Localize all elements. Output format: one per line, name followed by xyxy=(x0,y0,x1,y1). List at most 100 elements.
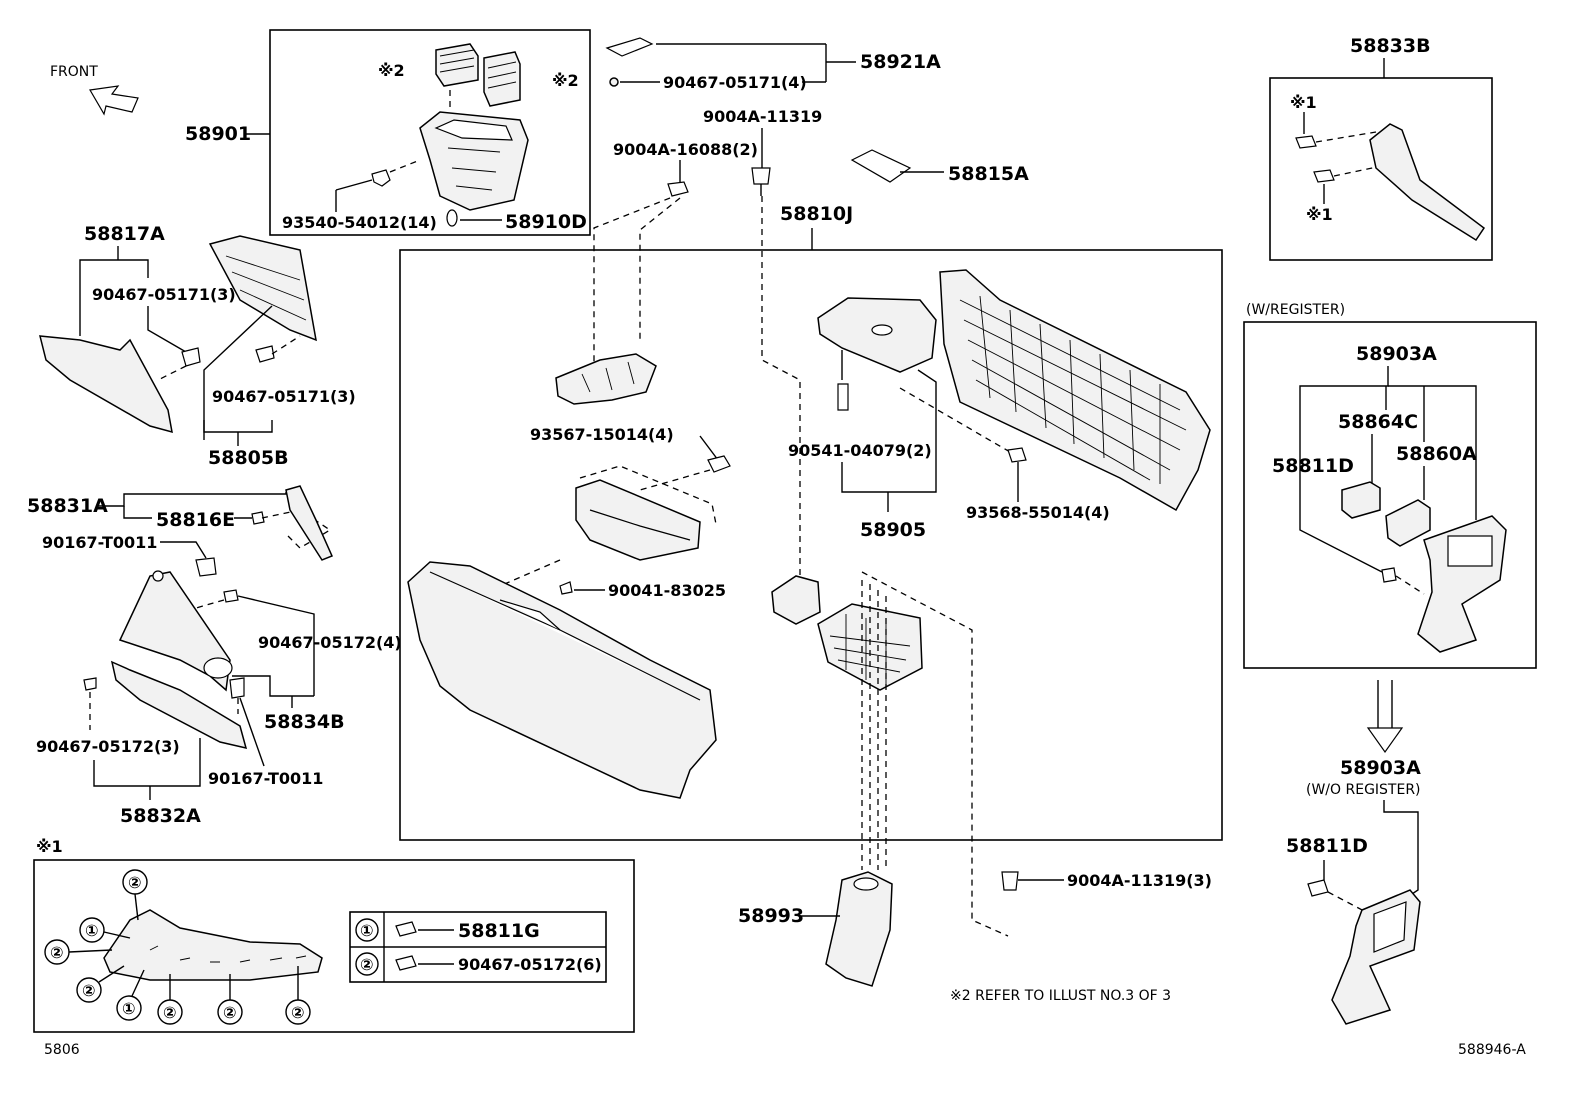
vent-58860A-drawing xyxy=(1385,499,1431,547)
label-93567: 93567-15014(4) xyxy=(530,425,674,444)
label-93568: 93568-55014(4) xyxy=(966,503,1110,522)
trim-58831A-drawing xyxy=(285,485,334,561)
label-90167-T0011-a: 90167-T0011 xyxy=(42,533,157,552)
label-58816E: 58816E xyxy=(156,509,235,531)
clip-93567-icon xyxy=(707,455,731,473)
assembly-box-58901 xyxy=(269,29,591,236)
assembly-box-58833B xyxy=(1269,77,1493,261)
cup-holder-insert-drawing xyxy=(435,43,521,107)
clip-9004A-16088-icon xyxy=(667,181,689,197)
assembly-box-w-register xyxy=(1243,321,1537,669)
refer-note: ※2 REFER TO ILLUST NO.3 OF 3 xyxy=(950,988,1171,1004)
cap-a-icon xyxy=(1295,135,1317,149)
trim-58833B-drawing xyxy=(1369,123,1486,242)
w-register-label: (W/REGISTER) xyxy=(1246,302,1345,318)
legend-part-2-icon xyxy=(395,955,417,971)
screw-90041-icon xyxy=(559,581,573,595)
clip-58811D-b-icon xyxy=(1307,879,1329,897)
side-panel-58805B-drawing xyxy=(208,235,317,342)
bracket-58993-drawing xyxy=(825,871,893,987)
front-label: FRONT xyxy=(50,64,98,80)
note-mark-1: ※1 xyxy=(36,837,63,856)
console-body-drawing xyxy=(407,561,717,799)
bolt-9004A-11319-icon xyxy=(751,167,771,185)
wo-register-label: (W/O REGISTER) xyxy=(1306,782,1421,798)
bracket-58921A-drawing xyxy=(605,37,654,57)
footer-left: 5806 xyxy=(44,1042,80,1058)
clip-90467-05172-3-icon xyxy=(83,677,97,691)
bolt-9004A-11319-3-icon xyxy=(1001,871,1019,891)
label-90467-05171-4: 90467-05171(4) xyxy=(663,73,807,92)
screw-90167-a-icon xyxy=(195,557,217,577)
legend-table: ① 58811G ② 90467-05172(6) xyxy=(349,911,607,983)
legend-num-2: ② xyxy=(360,955,374,974)
mark2-a: ※2 xyxy=(378,61,405,80)
assembly-box-58810J xyxy=(399,249,1223,841)
label-58811D-b: 58811D xyxy=(1286,835,1368,857)
label-58860A: 58860A xyxy=(1396,443,1477,465)
screw-90541-icon xyxy=(837,383,849,411)
mark2-b: ※2 xyxy=(552,71,579,90)
bezel-wo-register-drawing xyxy=(1331,889,1421,1025)
label-58921A: 58921A xyxy=(860,51,941,73)
label-90467-05172-4: 90467-05172(4) xyxy=(258,633,402,652)
clip-90467-a-icon xyxy=(181,347,201,367)
label-90467-05171-3-b: 90467-05171(3) xyxy=(212,387,356,406)
label-58903A-b: 58903A xyxy=(1340,757,1421,779)
detail-trim-drawing xyxy=(103,909,323,981)
label-58910D: 58910D xyxy=(505,211,587,233)
label-90167-T0011-b: 90167-T0011 xyxy=(208,769,323,788)
vent-58864C-drawing xyxy=(1341,481,1381,519)
label-90541: 90541-04079(2) xyxy=(788,441,932,460)
callout-2-a: ② xyxy=(128,873,142,892)
callout-1-a: ① xyxy=(85,921,99,940)
legend-part-2: 90467-05172(6) xyxy=(458,955,602,974)
cup-holder-body-drawing xyxy=(419,111,529,211)
callout-2-d: ② xyxy=(163,1003,177,1022)
mark1-b: ※1 xyxy=(1306,205,1333,224)
cap-b-icon xyxy=(1313,169,1335,183)
clip-90467-icon xyxy=(609,77,619,87)
legend-num-1: ① xyxy=(360,921,374,940)
pad-58815A-drawing xyxy=(850,149,912,183)
label-93540: 93540-54012(14) xyxy=(282,213,437,232)
callout-2-e: ② xyxy=(223,1003,237,1022)
label-58903A: 58903A xyxy=(1356,343,1437,365)
label-58810J: 58810J xyxy=(780,203,853,225)
label-58901: 58901 xyxy=(185,123,251,145)
label-58993: 58993 xyxy=(738,905,804,927)
label-58833B: 58833B xyxy=(1350,35,1431,57)
clip-93568-icon xyxy=(1007,447,1027,463)
tray-drawing xyxy=(575,465,717,561)
footer-right: 588946-A xyxy=(1458,1042,1526,1058)
arrow-down-icon xyxy=(1366,680,1404,754)
label-9004A-11319: 9004A-11319 xyxy=(703,107,822,126)
clip-90467-05172-4-icon xyxy=(223,589,239,603)
callout-1-b: ① xyxy=(122,999,136,1018)
trim-58832A-drawing xyxy=(110,660,248,750)
label-58815A: 58815A xyxy=(948,163,1029,185)
front-arrow-icon xyxy=(89,85,139,116)
mesh-panel-drawing xyxy=(939,269,1211,512)
callout-2-c: ② xyxy=(82,981,96,1000)
label-58817A: 58817A xyxy=(84,223,165,245)
legend-part-1: 58811G xyxy=(458,920,540,942)
callout-2-b: ② xyxy=(50,943,64,962)
side-panel-58817A-drawing xyxy=(39,335,173,434)
label-58831A: 58831A xyxy=(27,495,108,517)
label-58864C: 58864C xyxy=(1338,411,1418,433)
label-58834B: 58834B xyxy=(264,711,345,733)
label-58811D: 58811D xyxy=(1272,455,1354,477)
storage-bin-drawing xyxy=(817,603,923,691)
label-90467-05172-3: 90467-05172(3) xyxy=(36,737,180,756)
detail-callouts: ② ① ② ② ① ② ② ② xyxy=(44,869,311,1025)
bracket-drawing xyxy=(555,353,657,405)
screw-90167-b-icon xyxy=(229,677,245,699)
clip-90467-b-icon xyxy=(255,345,275,363)
small-bracket-drawing xyxy=(771,575,821,625)
mark1-a: ※1 xyxy=(1290,93,1317,112)
label-58905: 58905 xyxy=(860,519,926,541)
label-9004A-16088: 9004A-16088(2) xyxy=(613,140,758,159)
screw-58910D-icon xyxy=(446,209,458,227)
armrest-lid-drawing xyxy=(817,297,937,373)
